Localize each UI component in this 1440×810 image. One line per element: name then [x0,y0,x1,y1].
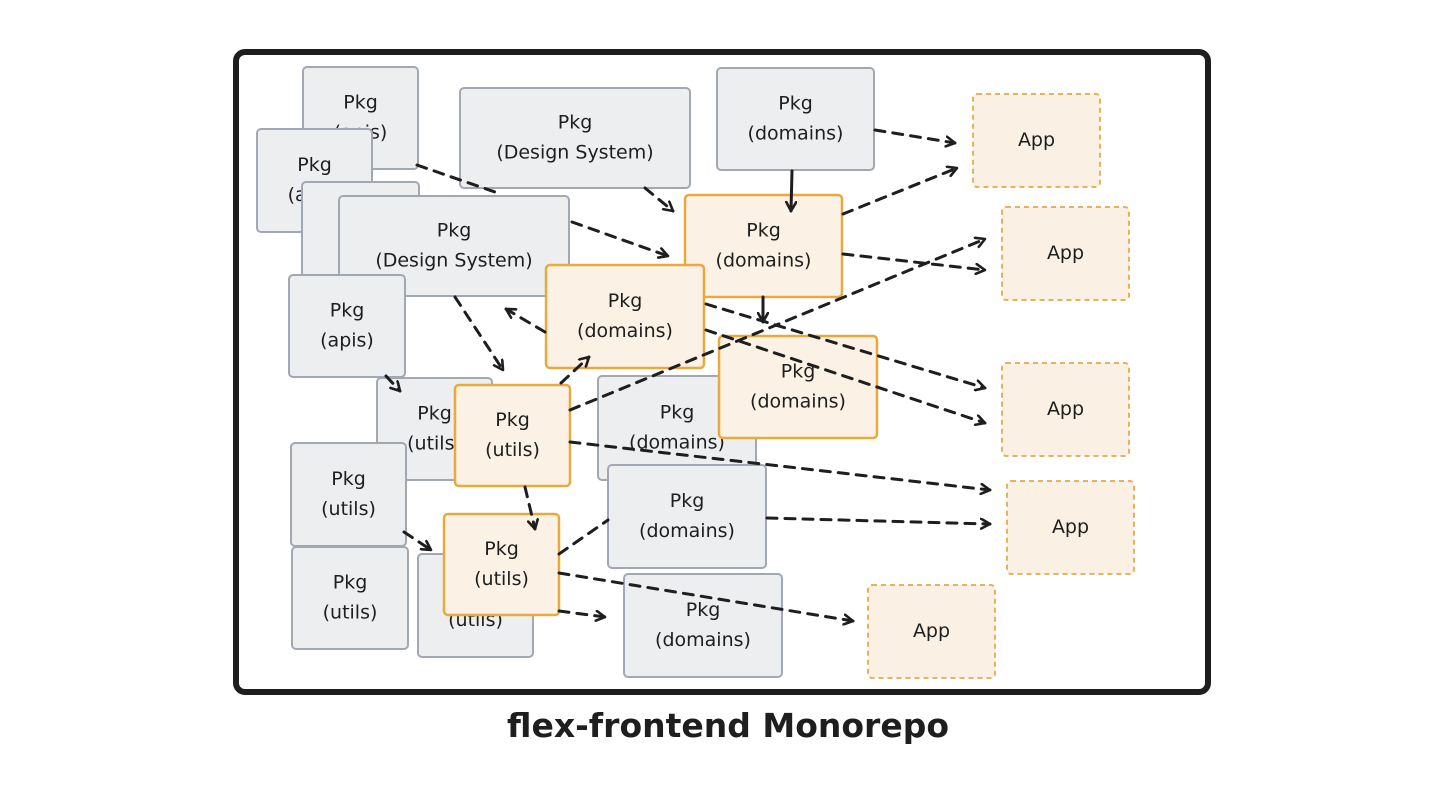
node-label: Pkg [331,468,366,490]
node-label: (utils) [485,439,540,461]
node-label: App [913,620,950,642]
node-label: (domains) [750,391,846,413]
app-node-app-4: App [1006,480,1135,575]
dependency-edge-pkg-utils-6-to-pkg-domains-3 [557,518,610,556]
nodes-layer: Pkg(apis)Pkg(apis)(Pkg(Design System)Pkg… [256,66,1135,679]
dependency-edge-pkg-domains-6-to-app-3 [704,302,987,388]
node-box [1001,206,1130,301]
dependency-edge-pkg-domains-5-to-app-2 [841,252,987,270]
node-box [291,546,409,650]
node-label: Pkg [484,538,519,560]
node-label: Pkg [746,220,781,242]
node-label: (Design System) [375,250,532,272]
node-label: Pkg [670,490,705,512]
diagram-title: flex-frontend Monorepo [506,706,949,745]
node-label: (domains) [748,123,844,145]
app-node-app-5: App [867,584,996,679]
package-node-pkg-domains-6: Pkg (domains) [544,263,706,370]
package-node-pkg-domains-1: Pkg (domains) [716,67,875,171]
node-label: Pkg [417,403,452,425]
package-node-pkg-utils-6: Pkg (utils) [442,512,561,617]
dependency-edge-pkg-utils-6-to-pkg-domains-4 [557,609,607,617]
package-node-pkg-utils-5: Pkg (utils) [453,383,572,488]
node-label: Pkg [333,572,368,594]
node-label: (utils) [323,602,378,624]
node-box [459,87,691,189]
node-box [544,263,706,370]
node-box [1006,480,1135,575]
dependency-edge-pkg-domains-3-to-app-4 [765,516,992,524]
node-box [683,193,844,299]
edges-layer [384,128,992,621]
node-box [607,464,767,569]
node-label: Pkg [778,93,813,115]
dependency-edge-pkg-design-system-2-to-pkg-domains-5 [570,220,670,256]
dependency-edge-pkg-utils-6-to-app-5 [557,571,855,621]
node-label: Pkg [781,361,816,383]
app-node-app-2: App [1001,206,1130,301]
node-label: (domains) [639,520,735,542]
dependency-edge-pkg-design-system-1-to-pkg-domains-5 [643,186,675,213]
node-box [867,584,996,679]
node-label: (domains) [716,250,812,272]
dependency-edge-pkg-utils-2-to-pkg-utils-4 [402,530,433,552]
dependency-edge-pkg-utils-5-to-app-4 [568,440,992,490]
dependency-edge-pkg-domains-6-to-pkg-design-system-2 [504,307,547,334]
dependency-edge-pkg-utils-5-to-pkg-utils-6 [523,485,535,531]
node-box [453,383,572,488]
dependency-edge-pkg-utils-5-to-pkg-domains-6 [559,355,591,385]
package-node-pkg-utils-2: Pkg (utils) [290,442,407,547]
node-label: (domains) [577,320,673,342]
package-node-pkg-apis-3: Pkg (apis) [288,274,406,378]
node-label: (domains) [629,432,725,454]
node-label: (domains) [655,629,751,651]
package-node-pkg-domains-5: Pkg (domains) [683,193,844,299]
node-label: Pkg [495,409,530,431]
node-box [288,274,406,378]
node-label: Pkg [297,154,332,176]
node-box [442,512,561,617]
dependency-edge-pkg-apis-1-to-pkg-design-system-1 [415,163,497,194]
node-label: (utils) [407,433,462,455]
package-node-pkg-utils-3: Pkg (utils) [291,546,409,650]
node-box [1001,362,1130,457]
package-node-pkg-domains-4: Pkg (domains) [623,573,783,678]
node-box [623,573,783,678]
node-label: (apis) [320,330,374,352]
node-label: (utils) [321,498,376,520]
dependency-edge-pkg-domains-1-to-pkg-domains-5 [791,169,792,213]
node-box [716,67,875,171]
node-label: Pkg [686,599,721,621]
package-node-pkg-domains-7: Pkg (domains) [717,334,879,440]
node-label: Pkg [660,402,695,424]
node-label: App [1018,129,1055,151]
node-label: App [1047,398,1084,420]
node-label: Pkg [343,92,378,114]
app-node-app-3: App [1001,362,1130,457]
dependency-edge-pkg-domains-1-to-app-1 [873,128,957,143]
node-box [290,442,407,547]
package-node-pkg-domains-3: Pkg (domains) [607,464,767,569]
package-node-pkg-design-system-1: Pkg (Design System) [459,87,691,189]
dependency-edge-pkg-design-system-2-to-pkg-utils-5 [453,295,505,372]
package-node-pkg-domains-2: Pkg (domains) [597,375,757,481]
node-label: Pkg [330,300,365,322]
dependency-edge-pkg-domains-6-to-app-3 [704,328,987,423]
dependency-edge-pkg-domains-5-to-app-1 [841,168,959,216]
node-label: App [1047,242,1084,264]
node-label: Pkg [558,112,593,134]
node-label: (utils) [474,568,529,590]
dependency-edge-pkg-utils-5-to-app-2 [568,239,987,412]
node-box [717,334,879,440]
node-label: (Design System) [496,142,653,164]
node-label: Pkg [437,220,472,242]
dependency-edge-pkg-apis-3-to-pkg-utils-1 [384,374,402,393]
node-label: Pkg [608,290,643,312]
node-box [972,93,1101,188]
node-label: App [1052,516,1089,538]
package-node-pkg-design-system-2: Pkg (Design System) [338,195,570,297]
app-node-app-1: App [972,93,1101,188]
